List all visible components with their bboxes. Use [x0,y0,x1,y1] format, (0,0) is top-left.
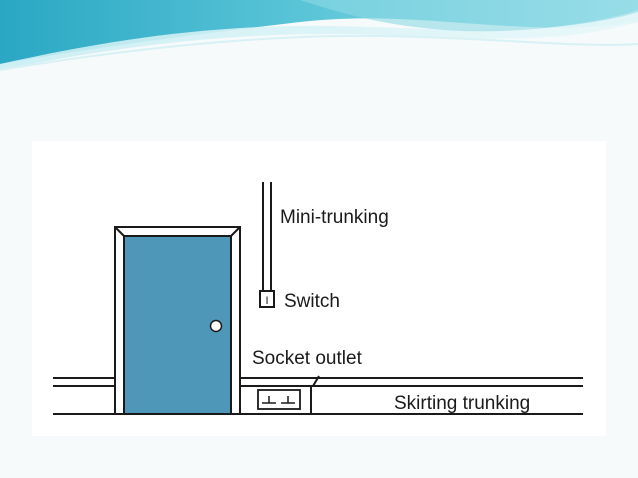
socket-pointer [312,375,320,387]
label-skirting-trunking: Skirting trunking [394,393,530,414]
label-socket-outlet: Socket outlet [252,348,363,369]
label-switch: Switch [284,291,340,312]
switch-box [259,290,275,308]
door-frame [114,226,241,414]
door-handle [209,319,223,333]
header-wave-highlight [0,10,638,70]
label-mini-trunking: Mini-trunking [280,207,389,228]
socket-outlet-icon [257,389,301,410]
switch-symbol: I [265,295,268,307]
